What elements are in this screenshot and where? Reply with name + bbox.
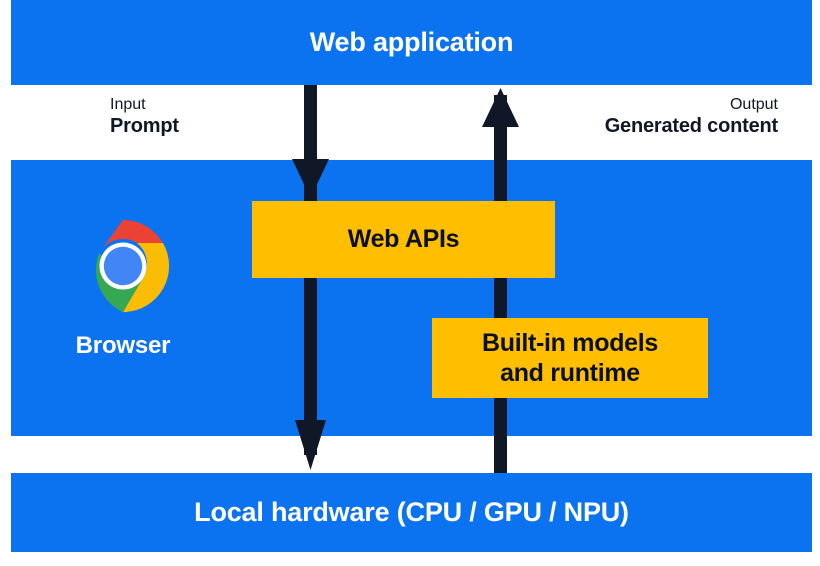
browser-caption-label: Browser: [75, 332, 171, 359]
flow-input-kind: Input: [110, 96, 146, 113]
browser-identity-group: Browser: [63, 218, 183, 358]
flow-label-input: Input Prompt: [110, 96, 179, 138]
band-web-application: Web application: [11, 0, 812, 85]
band-local-hardware: Local hardware (CPU / GPU / NPU): [11, 473, 812, 552]
band-web-application-label: Web application: [309, 27, 514, 57]
flow-label-output: Output Generated content: [604, 96, 779, 138]
flow-input-value: Prompt: [110, 114, 179, 137]
band-local-hardware-label: Local hardware (CPU / GPU / NPU): [194, 497, 629, 527]
flow-output-value: Generated content: [604, 114, 779, 137]
flow-output-kind: Output: [729, 96, 778, 113]
component-box-web-apis[interactable]: Web APIs: [252, 201, 555, 278]
chrome-logo-icon: [95, 219, 170, 313]
component-web-apis-label: Web APIs: [347, 225, 460, 254]
